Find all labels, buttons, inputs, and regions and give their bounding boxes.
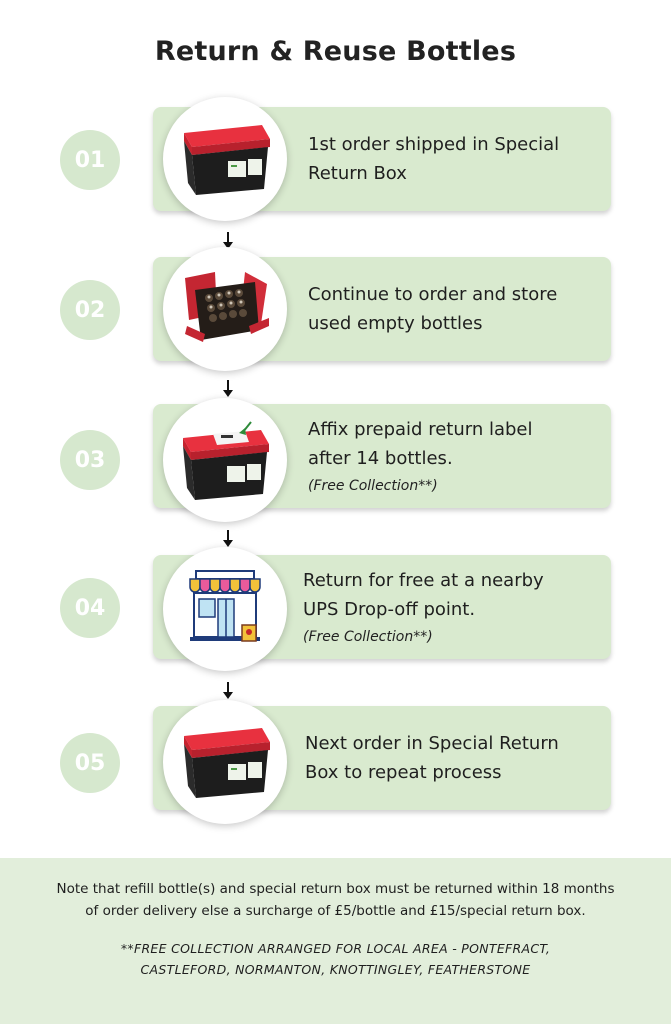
step-text-03: Affix prepaid return label after 14 bott… bbox=[308, 404, 603, 508]
return-box-icon bbox=[184, 125, 270, 195]
free-collection-line: CASTLEFORD, NORMANTON, KNOTTINGLEY, FEAT… bbox=[140, 962, 531, 977]
step-image-05 bbox=[163, 700, 287, 824]
down-arrow-icon bbox=[223, 530, 233, 547]
step-number-03: 03 bbox=[60, 430, 120, 490]
step-line: Affix prepaid return label bbox=[308, 419, 533, 440]
step-text-05: Next order in Special Return Box to repe… bbox=[305, 706, 600, 810]
surcharge-note-line: Note that refill bottle(s) and special r… bbox=[56, 881, 615, 897]
surcharge-note-line: of order delivery else a surcharge of £5… bbox=[85, 903, 586, 919]
page-title: Return & Reuse Bottles bbox=[154, 36, 517, 67]
open-box-bottles-icon bbox=[185, 272, 269, 342]
step-image-01 bbox=[163, 97, 287, 221]
step-text-04: Return for free at a nearby UPS Drop-off… bbox=[303, 555, 598, 659]
step-line: after 14 bottles. bbox=[308, 448, 453, 469]
step-number-04: 04 bbox=[60, 578, 120, 638]
labelled-box-icon bbox=[183, 421, 269, 500]
step-text-02: Continue to order and store used empty b… bbox=[308, 257, 603, 361]
step-image-02 bbox=[163, 247, 287, 371]
down-arrow-icon bbox=[223, 380, 233, 397]
down-arrow-icon bbox=[223, 682, 233, 699]
down-arrow-icon bbox=[223, 232, 233, 249]
step-text-01: 1st order shipped in Special Return Box bbox=[308, 107, 603, 211]
step-line: Next order in Special Return bbox=[305, 733, 559, 754]
step-line: Continue to order and store bbox=[308, 284, 558, 305]
step-number-02: 02 bbox=[60, 280, 120, 340]
free-collection-note: **FREE COLLECTION ARRANGED FOR LOCAL ARE… bbox=[0, 938, 671, 980]
free-collection-line: **FREE COLLECTION ARRANGED FOR LOCAL ARE… bbox=[120, 941, 551, 956]
step-number-01: 01 bbox=[60, 130, 120, 190]
step-image-03 bbox=[163, 398, 287, 522]
footer-note-panel: Note that refill bottle(s) and special r… bbox=[0, 858, 671, 1024]
storefront-icon bbox=[189, 570, 261, 642]
step-line: used empty bottles bbox=[308, 313, 483, 334]
step-number-05: 05 bbox=[60, 733, 120, 793]
surcharge-note: Note that refill bottle(s) and special r… bbox=[0, 878, 671, 922]
step-note: (Free Collection**) bbox=[303, 629, 433, 645]
step-image-04 bbox=[163, 547, 287, 671]
step-line: Return for free at a nearby bbox=[303, 570, 544, 591]
step-line: 1st order shipped in Special bbox=[308, 134, 560, 155]
return-box-icon bbox=[184, 728, 270, 798]
step-line: UPS Drop-off point. bbox=[303, 599, 476, 620]
step-line: Return Box bbox=[308, 163, 407, 184]
step-line: Box to repeat process bbox=[305, 762, 502, 783]
step-note: (Free Collection**) bbox=[308, 478, 438, 494]
